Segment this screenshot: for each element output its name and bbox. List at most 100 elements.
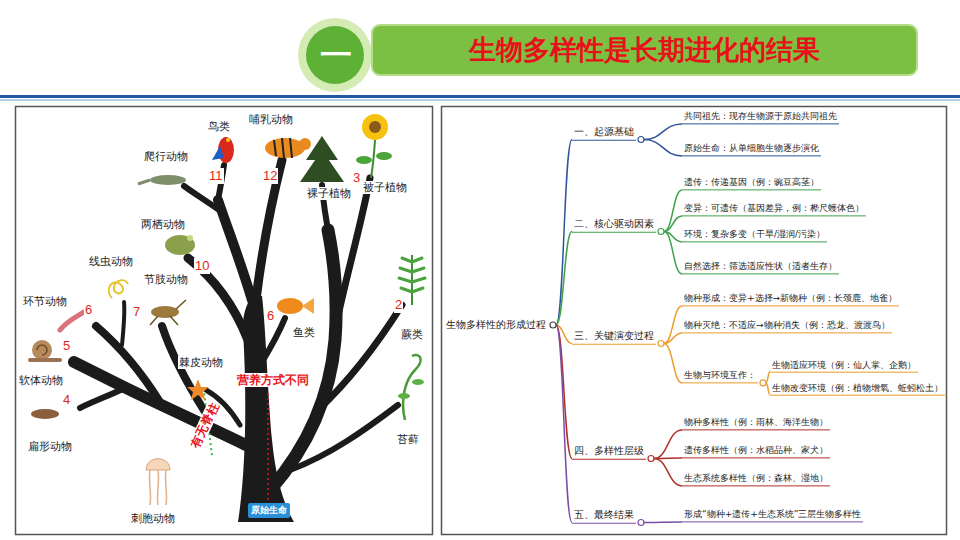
group-name: 被子植物 [362, 181, 408, 194]
leaf-topic: 形成“物种+遗传+生态系统”三层生物多样性 [682, 509, 863, 522]
note-text: 营养方式不同 [236, 373, 310, 387]
leaf-topic: 共同祖先：现存生物源于原始共同祖先 [682, 111, 839, 124]
mindmap-connector [766, 372, 770, 383]
mindmap-connector [664, 232, 682, 274]
flatworm-icon [31, 409, 59, 419]
section-number: 一 [318, 35, 354, 75]
title-banner [372, 25, 917, 75]
group-name: 两栖动物 [140, 218, 186, 231]
callout-number: 2 [394, 297, 403, 313]
branch-topic: 四、多样性层级 [572, 445, 646, 460]
node-text: 原始生命 [251, 505, 287, 516]
leaf-topic: 遗传多样性（例：水稻品种、家犬） [682, 445, 830, 458]
moss-leaf [412, 379, 424, 385]
leaf-topic: 遗传：传递基因（例：豌豆高茎） [682, 177, 821, 190]
node-text: 生物改变环境（例：植物增氧、蚯蚓松土） [772, 383, 943, 394]
rotated-note: 有无脊柱 [188, 399, 222, 450]
tiger-icon [265, 138, 305, 158]
node-text: 遗传多样性（例：水稻品种、家犬） [684, 445, 828, 456]
node-text: 自然选择：筛选适应性状（适者生存） [684, 261, 837, 272]
tree-branch [122, 302, 124, 345]
mindmap-connector [556, 325, 572, 523]
fish-icon [277, 298, 303, 314]
node-text: 五、最终结果 [574, 509, 634, 522]
snail-foot [30, 358, 60, 362]
node-text: 生物与环境互作： [684, 370, 756, 381]
node-text: 原始生命：从单细胞生物逐步演化 [684, 143, 819, 154]
mindmap-connector [654, 430, 682, 459]
group-name: 棘皮动物 [178, 356, 224, 369]
leaf-topic: 生物改变环境（例：植物增氧、蚯蚓松土） [770, 383, 945, 396]
leaf-topic: 生物适应环境（例：仙人掌、企鹅） [770, 360, 918, 373]
mindmap-connector [654, 459, 682, 486]
node-text: 物种形成：变异+选择→新物种（例：长颈鹿、地雀） [684, 293, 897, 304]
mindmap-connector [664, 344, 682, 383]
pine-icon [300, 136, 344, 182]
node-text: 三、关键演变过程 [574, 330, 654, 343]
sunflower-leaf [356, 156, 372, 164]
branch-knot [760, 380, 766, 386]
leaf-topic: 物种多样性（例：雨林、海洋生物） [682, 417, 830, 430]
leaf-topic: 变异：可遗传（基因差异，例：桦尺蠖体色） [682, 203, 866, 216]
node-text: 一、起源基础 [574, 126, 634, 139]
node-text: 环境：复杂多变（干旱/湿润/污染） [684, 229, 825, 240]
jellyfish-tentacles [149, 470, 166, 505]
node-text: 物种灭绝：不适应→物种消失（例：恐龙、渡渡鸟） [684, 320, 890, 331]
frog-eye [187, 235, 193, 241]
node-text: 四、多样性层级 [574, 445, 644, 458]
sunflower-center [369, 121, 381, 133]
group-name: 鸟类 [207, 120, 231, 133]
callout-number: 10 [194, 258, 210, 274]
group-name: 环节动物 [22, 295, 68, 308]
fish-tail [302, 298, 314, 314]
snail-shell [32, 340, 52, 360]
header-rule [0, 95, 960, 98]
starfish-icon [187, 379, 209, 400]
jellyfish-icon [146, 459, 170, 470]
node-text: 二、核心驱动因素 [574, 218, 654, 231]
group-name: 软体动物 [18, 374, 64, 387]
tree-branch [335, 178, 370, 330]
mindmap-connector [664, 333, 682, 344]
nematode-icon [109, 280, 128, 298]
mindmap-connector [644, 124, 682, 140]
callout-number: 7 [132, 304, 141, 320]
leaf-topic: 生态系统多样性（例：森林、湿地） [682, 473, 830, 486]
tree-branch [256, 160, 282, 300]
branch-topic: 五、最终结果 [572, 509, 636, 524]
node-text: 生态系统多样性（例：森林、湿地） [684, 473, 828, 484]
dotted-guide [267, 392, 269, 500]
mindmap-connector [644, 521, 682, 523]
group-name: 蕨类 [400, 328, 424, 341]
tree-branches [74, 160, 402, 490]
tiger-stripes [274, 138, 292, 158]
reptile-icon [150, 175, 186, 185]
tree-branch [218, 200, 252, 300]
title-text: 生物多样性是长期进化的结果 [372, 25, 917, 75]
root-topic: 生物多样性的形成过程 [444, 319, 548, 332]
mindmap-connector [664, 216, 682, 232]
leaf-topic: 物种形成：变异+选择→新物种（例：长颈鹿、地雀） [682, 293, 899, 306]
moss-stem [403, 355, 421, 420]
mindmap-connector [556, 232, 572, 326]
tiger-head [299, 138, 311, 150]
leaf-topic: 物种灭绝：不适应→物种消失（例：恐龙、渡渡鸟） [682, 320, 892, 333]
branch-topic: 二、核心驱动因素 [572, 218, 656, 233]
tree-branch [256, 318, 285, 372]
badge-ring [298, 18, 372, 92]
reptile-tail [138, 180, 150, 184]
group-name: 刺胞动物 [130, 512, 176, 525]
group-name: 苔藓 [396, 433, 420, 446]
origin-box: 原始生命 [248, 503, 290, 518]
callout-number: 4 [62, 392, 71, 408]
callout-number: 11 [208, 168, 224, 184]
group-name: 哺乳动物 [248, 113, 294, 126]
sunflower-head [362, 114, 388, 140]
moss-leaf [398, 393, 410, 399]
branch-knot [638, 520, 644, 526]
group-name: 扁形动物 [27, 440, 73, 453]
group-name: 裸子植物 [306, 187, 352, 200]
mindmap-connector [664, 306, 682, 344]
callout-number: 3 [352, 170, 361, 186]
